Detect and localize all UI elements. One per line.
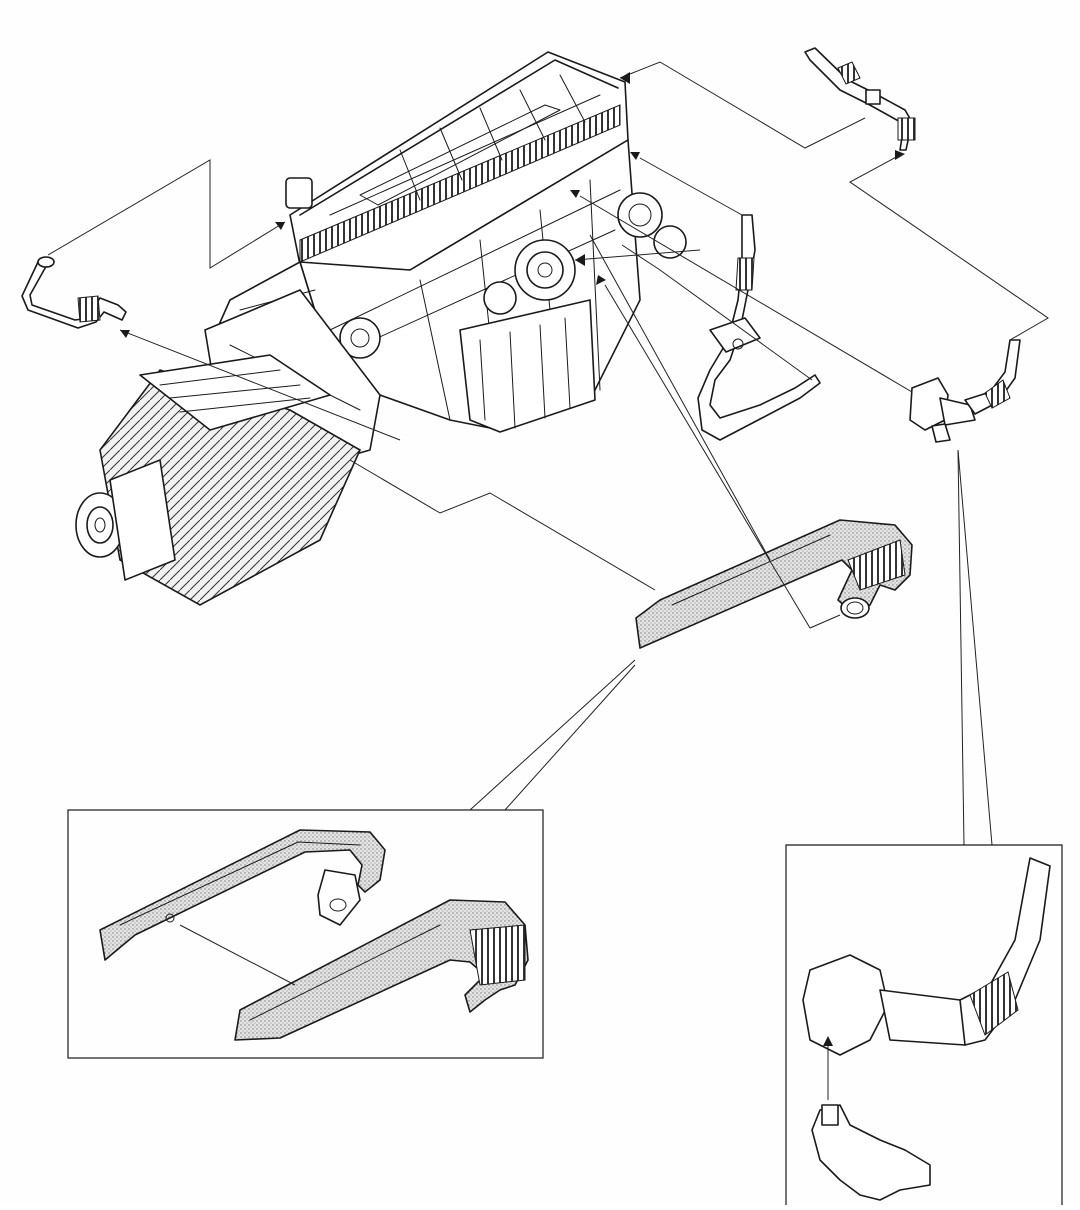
duct-upper-half <box>99 829 386 961</box>
duct-lower-half <box>234 899 529 1041</box>
oil-separator-valve <box>909 339 1021 443</box>
duct-exploded-detail <box>67 809 544 1059</box>
callout-leader-lines <box>47 61 1049 846</box>
duct-icon <box>635 519 913 649</box>
engine-transmission-assembly <box>75 51 687 606</box>
valve-icon <box>909 339 1021 443</box>
valve-connector-detail <box>785 844 1063 1205</box>
breather-pipe-upper-right <box>804 47 916 151</box>
connector-plug <box>811 1104 931 1201</box>
breather-hose-center <box>697 214 821 441</box>
pipe-icon <box>804 47 916 151</box>
hose-icon <box>697 214 821 441</box>
engine-block-icon <box>75 51 687 606</box>
valve-body-closeup <box>802 857 1051 1056</box>
pipe-icon <box>21 256 127 329</box>
breather-pipe-left <box>21 256 127 329</box>
intake-air-duct <box>635 519 913 649</box>
